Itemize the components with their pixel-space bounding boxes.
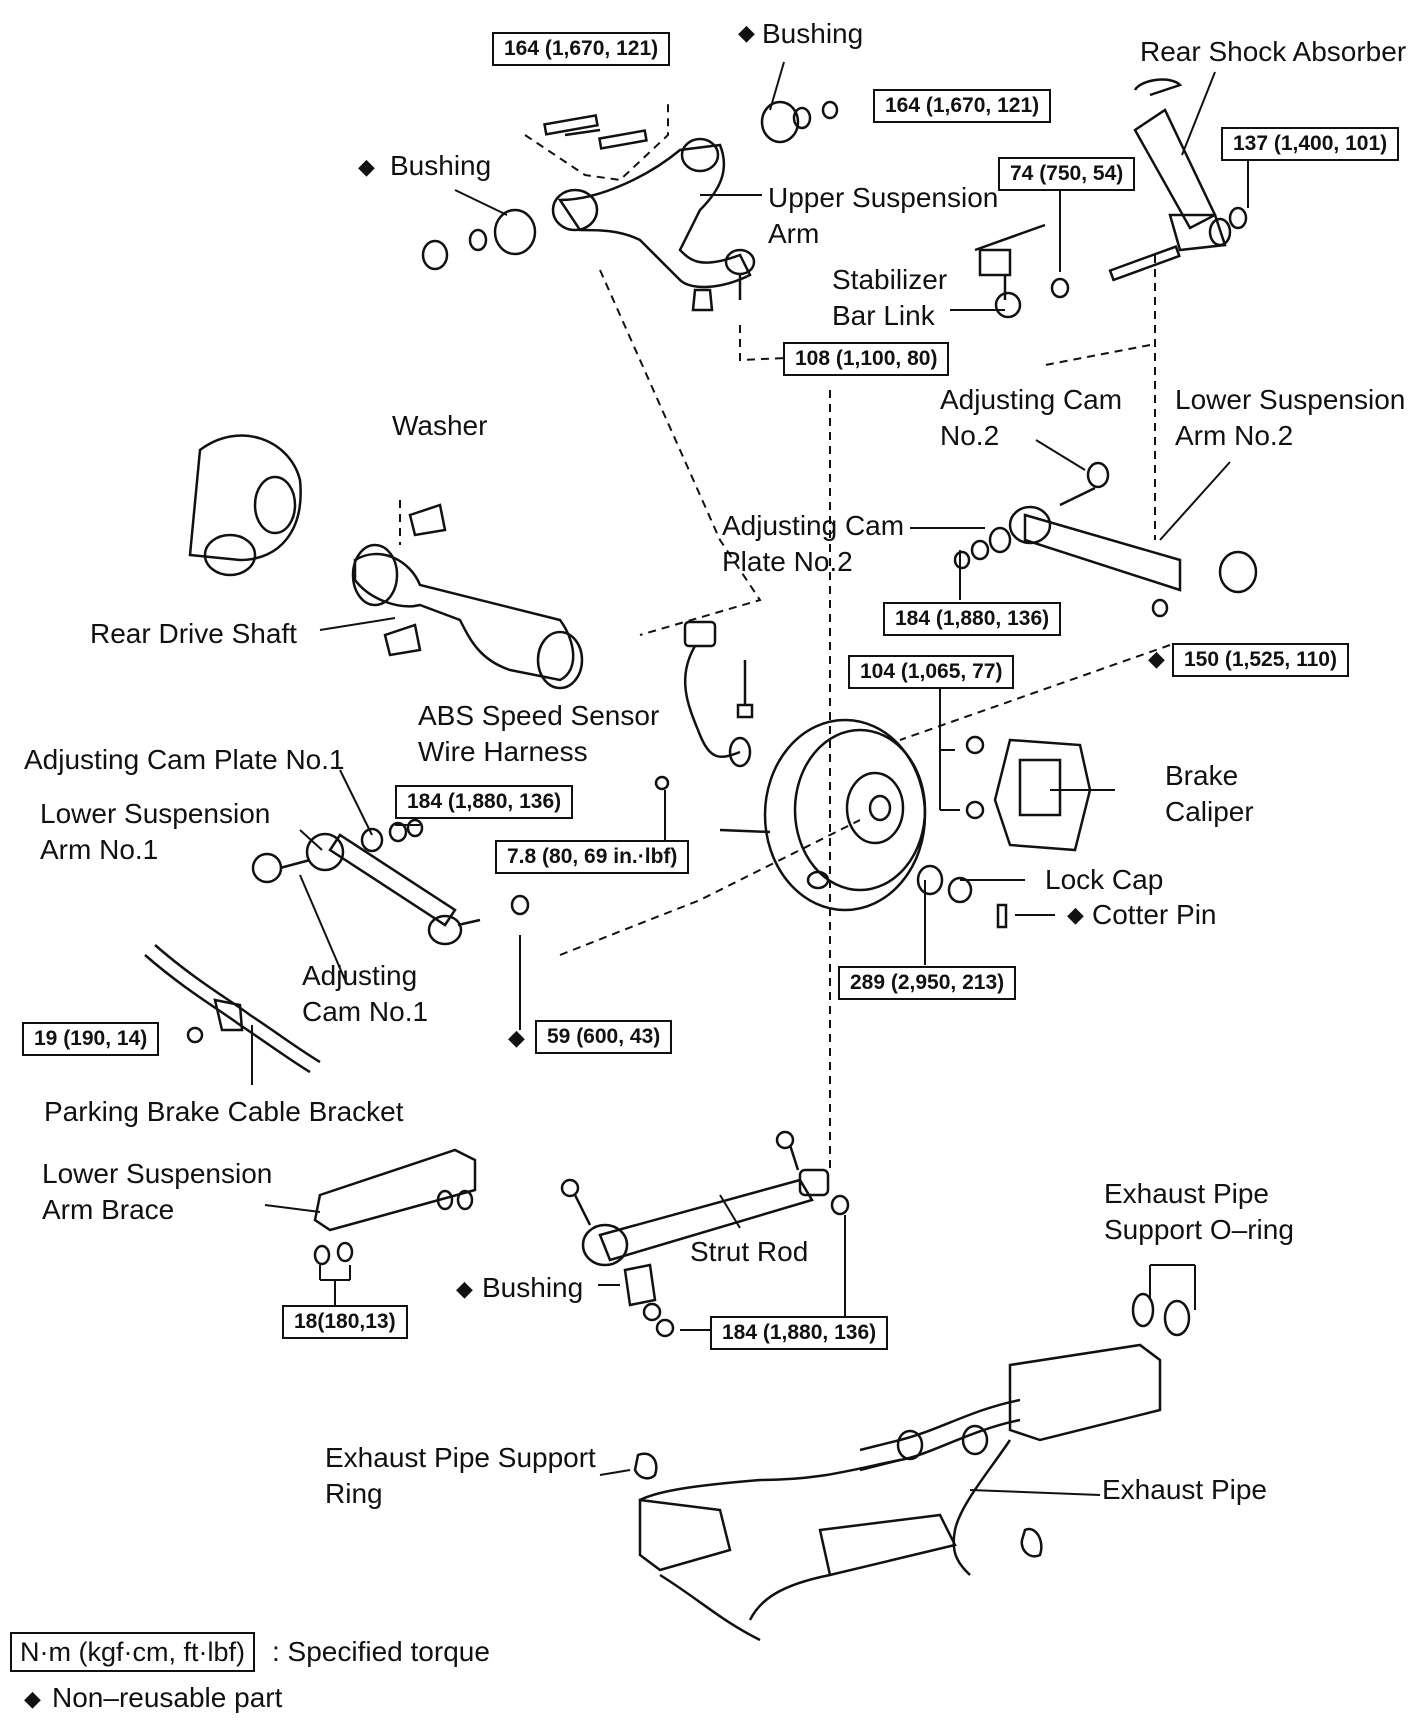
label-bushing-top: Bushing: [762, 18, 864, 49]
label-lower-suspension-arm-no2-2: Arm No.2: [1175, 420, 1294, 451]
torque-spec: 18(180,13): [282, 1305, 408, 1339]
dashed-lines: [399, 100, 1171, 1170]
label-stabilizer-bar-link-2: Bar Link: [832, 300, 935, 331]
label-adjusting-cam-plate-no1: Adjusting Cam Plate No.1: [24, 744, 345, 775]
parking-bracket-art: [144, 944, 321, 1074]
bushings-top-art: [421, 100, 839, 271]
legend-diamond: ◆: [24, 1686, 41, 1711]
rear-shock-art: [1108, 78, 1248, 282]
label-abs-speed-sensor: ABS Speed Sensor: [418, 700, 660, 731]
label-stabilizer-bar-link: Stabilizer: [832, 264, 948, 295]
label-lower-suspension-arm-no2: Lower Suspension: [1175, 384, 1406, 415]
drive-shaft-art: [188, 434, 584, 690]
label-lower-suspension-arm-no1-2: Arm No.1: [40, 834, 159, 865]
label-bushing-left: Bushing: [390, 150, 492, 181]
label-parking-brake-cable-bracket: Parking Brake Cable Bracket: [44, 1096, 404, 1127]
label-lock-cap: Lock Cap: [1045, 864, 1164, 895]
label-exhaust-pipe: Exhaust Pipe: [1102, 1474, 1267, 1505]
strut-rod-art: [560, 1130, 850, 1338]
label-rear-drive-shaft: Rear Drive Shaft: [90, 618, 297, 649]
brace-art: [313, 1148, 477, 1266]
torque-spec: 59 (600, 43): [535, 1020, 673, 1054]
legend-specified-torque: : Specified torque: [272, 1636, 490, 1667]
label-cotter-pin: Cotter Pin: [1092, 899, 1217, 930]
leader-lines: [251, 61, 1249, 1496]
label-upper-suspension-arm-2: Arm: [768, 218, 820, 249]
label-exhaust-pipe-support-oring: Exhaust Pipe: [1104, 1178, 1269, 1209]
label-upper-suspension-arm: Upper Suspension: [768, 182, 999, 213]
legend-torque-unit: N·m (kgf·cm, ft·lbf): [10, 1632, 255, 1672]
upper-suspension-arm-art: [551, 137, 756, 312]
label-adjusting-cam-no2: Adjusting Cam: [940, 384, 1123, 415]
label-adjusting-cam-no1: Adjusting: [302, 960, 418, 991]
label-adjusting-cam-no1-2: Cam No.1: [302, 996, 429, 1027]
torque-spec: 19 (190, 14): [22, 1022, 160, 1056]
torque-spec: 108 (1,100, 80): [783, 342, 950, 376]
nonreusable-marker: ◆: [456, 1276, 473, 1301]
label-adjusting-cam-no2-2: No.2: [940, 420, 1000, 451]
label-abs-wire-harness: Wire Harness: [418, 736, 588, 767]
nonreusable-marker: ◆: [738, 20, 755, 45]
label-adjusting-cam-plate-no2: Adjusting Cam: [722, 510, 905, 541]
torque-spec: 137 (1,400, 101): [1221, 127, 1400, 161]
torque-spec: 184 (1,880, 136): [710, 1316, 889, 1350]
stabilizer-link-art: [974, 223, 1070, 319]
label-exhaust-pipe-support-ring: Exhaust Pipe Support: [325, 1442, 596, 1473]
label-brake-caliper-2: Caliper: [1165, 796, 1254, 827]
label-rear-shock-absorber: Rear Shock Absorber: [1140, 36, 1407, 67]
torque-spec: 289 (2,950, 213): [838, 966, 1017, 1000]
nonreusable-marker: ◆: [1067, 902, 1084, 927]
lower-arm-2-art: [953, 461, 1258, 618]
label-strut-rod: Strut Rod: [690, 1236, 809, 1267]
torque-spec: 184 (1,880, 136): [395, 785, 574, 819]
legend-non-reusable-part: Non–reusable part: [52, 1682, 283, 1713]
label-washer: Washer: [392, 410, 488, 441]
brake-disc-art: [719, 718, 927, 912]
torque-spec: 7.8 (80, 69 in.·lbf): [495, 840, 690, 874]
label-adjusting-cam-plate-no2-2: Plate No.2: [722, 546, 853, 577]
torque-spec: 164 (1,670, 121): [492, 32, 671, 66]
torque-spec: 104 (1,065, 77): [848, 655, 1015, 689]
label-lower-suspension-arm-brace: Lower Suspension: [42, 1158, 273, 1189]
nonreusable-marker: ◆: [508, 1025, 525, 1050]
brake-caliper-art: [916, 735, 1092, 929]
abs-sensor-art: [654, 620, 754, 791]
torque-spec: 184 (1,880, 136): [883, 602, 1062, 636]
label-brake-caliper: Brake: [1165, 760, 1239, 791]
torque-spec: 150 (1,525, 110): [1172, 643, 1349, 677]
nonreusable-marker: ◆: [358, 154, 375, 179]
label-exhaust-pipe-support-ring-2: Ring: [325, 1478, 383, 1509]
label-lower-suspension-arm-brace-2: Arm Brace: [42, 1194, 175, 1225]
torque-spec: 164 (1,670, 121): [873, 89, 1052, 123]
label-bushing-bottom: Bushing: [482, 1272, 584, 1303]
nonreusable-marker: ◆: [1148, 646, 1165, 671]
exhaust-art: [633, 1292, 1191, 1642]
label-lower-suspension-arm-no1: Lower Suspension: [40, 798, 271, 829]
label-exhaust-pipe-support-oring-2: Support O–ring: [1104, 1214, 1294, 1245]
lower-arm-1-art: [251, 818, 530, 946]
torque-spec: 74 (750, 54): [998, 157, 1136, 191]
